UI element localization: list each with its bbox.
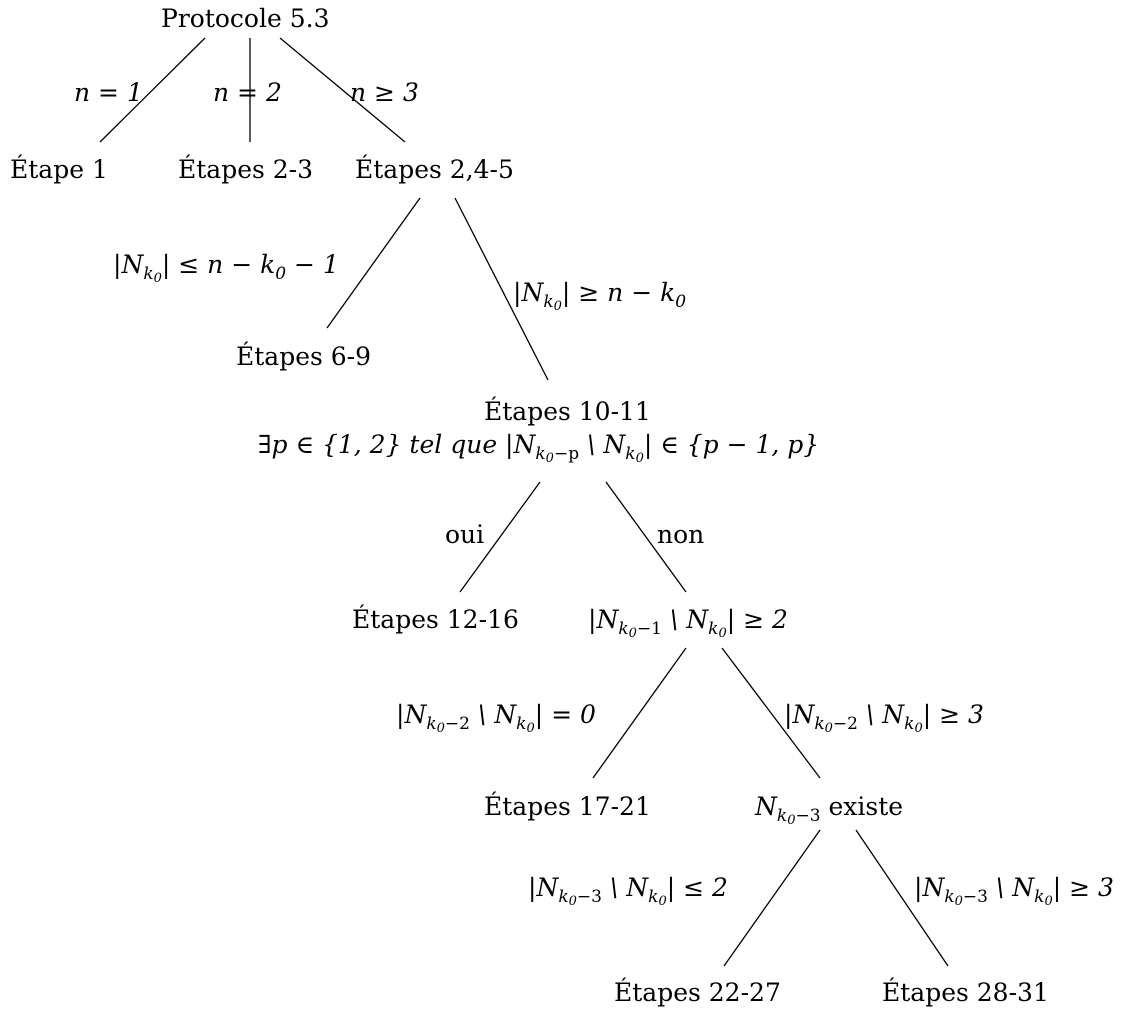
node-nk1-minus-nk0-ge-2: |Nk0−1 \ Nk0| ≥ 2 [588,605,788,641]
condition-prefix: ∃p ∈ {1, 2} tel que |N [258,430,536,459]
edge-label-n-ge-3: n ≥ 3 [350,78,419,107]
edge-nk1-etapes-17-21 [592,647,687,779]
edge-label-oui: oui [445,520,485,549]
edge-condition-non [605,481,687,593]
node-etapes-2-3: Étapes 2-3 [178,155,314,184]
edge-label-non: non [657,520,705,549]
node-etapes-17-21: Étapes 17-21 [484,792,651,821]
edge-nk1-nk3-existe [721,647,821,779]
node-condition-exists-p: ∃p ∈ {1, 2} tel que |Nk0−p \ Nk0| ∈ {p −… [258,430,820,466]
edge-label-nk2-ge-3: |Nk0−2 \ Nk0| ≥ 3 [784,700,984,736]
node-etapes-10-11: Étapes 10-11 [484,397,651,426]
node-etapes-22-27: Étapes 22-27 [614,978,781,1007]
edge-nk3-etapes-28-31 [855,829,949,967]
edge-nk3-etapes-22-27 [723,829,821,967]
edge-label-nk0-le-n-k0-1: |Nk0| ≤ n − k0 − 1 [113,250,339,286]
edge-label-nk0-ge-n-k0: |Nk0| ≥ n − k0 [513,278,687,314]
node-protocole-5-3: Protocole 5.3 [161,4,330,33]
node-etapes-12-16: Étapes 12-16 [352,605,519,634]
edge-label-n-eq-2: n = 2 [213,78,282,107]
edge-label-nk3-le-2: |Nk0−3 \ Nk0| ≤ 2 [528,873,728,909]
edge-245-etapes-6-9 [326,197,421,329]
edge-root-etape1 [99,37,206,143]
edge-label-nk2-eq-0: |Nk0−2 \ Nk0| = 0 [396,700,596,736]
node-nk3-existe: Nk0−3 existe [755,792,904,828]
node-etapes-6-9: Étapes 6-9 [236,342,372,371]
edge-root-etapes-2-4-5 [279,37,406,143]
node-etapes-2-4-5: Étapes 2,4-5 [355,155,514,184]
edge-label-n-eq-1: n = 1 [74,78,143,107]
edge-245-etapes-10-11 [454,197,549,381]
edge-condition-oui [459,481,541,593]
node-etapes-28-31: Étapes 28-31 [882,978,1049,1007]
edge-label-nk3-ge-3: |Nk0−3 \ Nk0| ≥ 3 [914,873,1114,909]
node-etape-1: Étape 1 [10,155,108,184]
